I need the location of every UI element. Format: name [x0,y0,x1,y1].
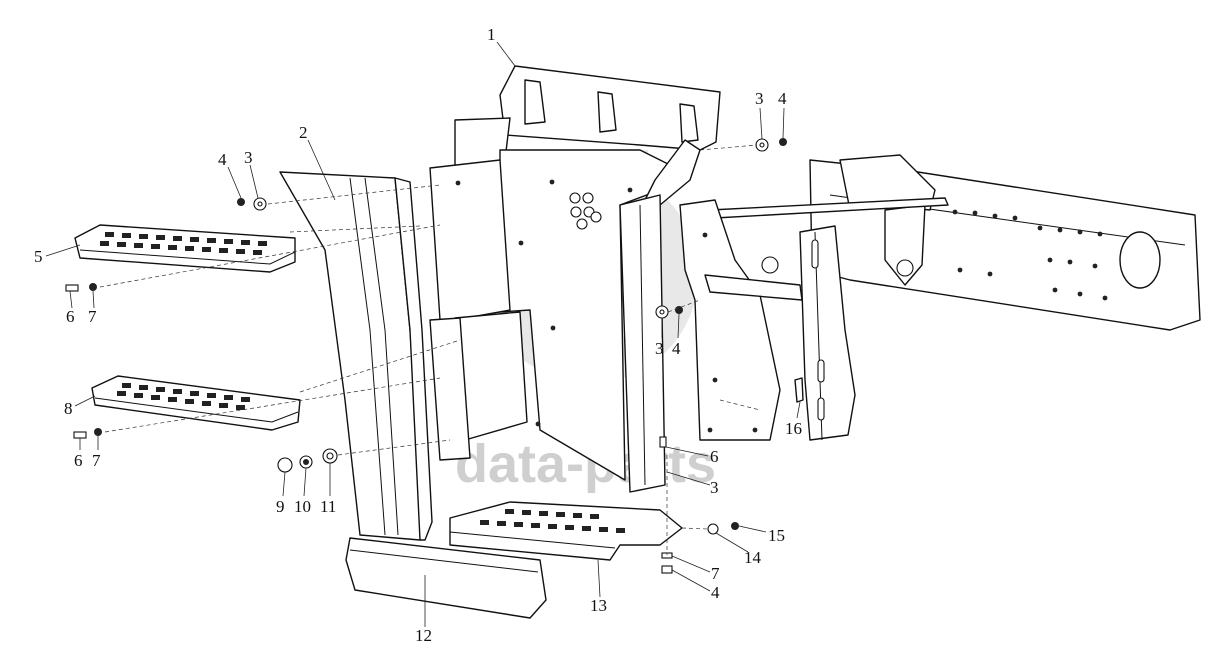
callout-7-lower: 7 [92,451,101,470]
callout-4-middle: 4 [672,339,681,358]
part-13-lower-step [449,501,683,561]
frame-rail [709,154,1201,331]
callout-7-bottom: 7 [711,564,720,583]
callout-6-lower: 6 [74,451,83,470]
part-2-curved-fender [279,171,433,541]
step-support-bracket [679,199,803,441]
callout-1: 1 [487,25,496,44]
callout-14: 14 [744,548,762,567]
part-12-bottom-cover [345,537,547,619]
callout-8: 8 [64,399,73,418]
callout-labels: 1 2 4 3 3 4 5 6 7 3 4 8 6 7 16 6 3 9 10 … [34,25,802,645]
leader-lines [45,41,801,627]
callout-2: 2 [299,123,308,142]
hardware-fasteners [65,138,787,574]
callout-4-bottom: 4 [711,583,720,602]
callout-12: 12 [415,626,432,645]
vertical-panel [619,194,666,493]
callout-3-middle: 3 [655,339,664,358]
callout-7-upper: 7 [88,307,97,326]
callout-3-upper-right: 3 [755,89,764,108]
assembly-lines [99,144,761,555]
part-16-upright-bracket [794,225,856,441]
part-8-middle-step [91,375,301,431]
callout-6-upper: 6 [66,307,75,326]
part-5-upper-step [74,224,296,273]
callout-3-upper-left: 3 [244,148,253,167]
callout-4-upper-left: 4 [218,150,227,169]
part-1-main-bracket [429,65,721,481]
callout-11: 11 [320,497,336,516]
callout-10: 10 [294,497,311,516]
callout-5: 5 [34,247,43,266]
callout-6-right: 6 [710,447,719,466]
callout-4-upper-right: 4 [778,89,787,108]
callout-15: 15 [768,526,785,545]
callout-13: 13 [590,596,607,615]
frame-rail-holes [952,209,1108,301]
callout-3-lower: 3 [710,478,719,497]
callout-9: 9 [276,497,285,516]
callout-16: 16 [785,419,802,438]
